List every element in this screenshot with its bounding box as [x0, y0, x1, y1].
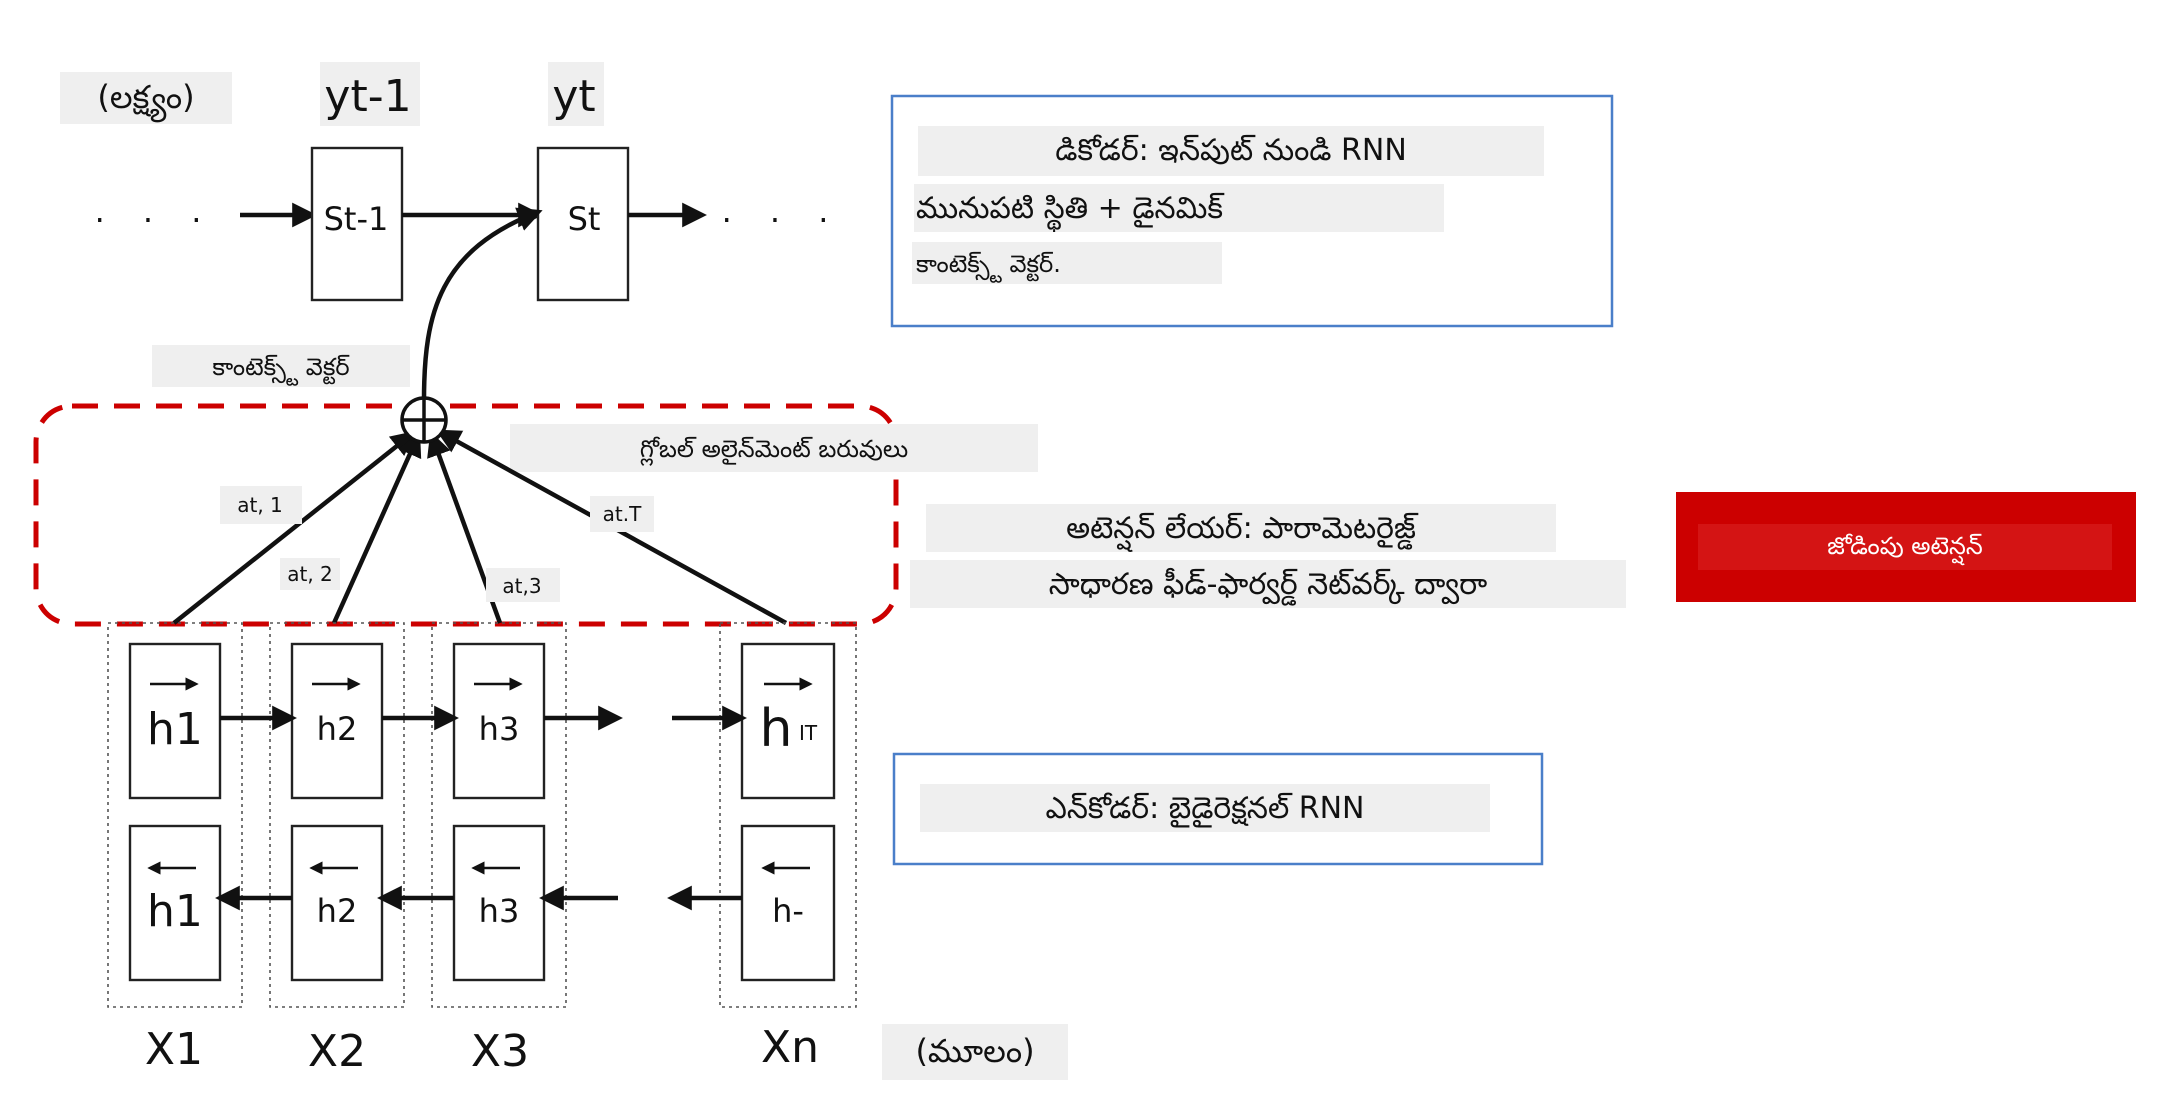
encoder-description-box: [892, 752, 1544, 866]
forward-state-2: [290, 642, 384, 800]
output-label-bg-2: [548, 62, 604, 126]
backward-label-1: h1: [147, 886, 203, 937]
attention-layer-region: [33, 403, 899, 627]
attention-note-line1-bg: [926, 504, 1556, 552]
weight-label-1: at, 1: [237, 493, 283, 517]
attention-note-line1: అటెన్షన్ లేయర్: పారామెటరైజ్డ్: [1066, 511, 1419, 552]
weight-label-bg-2: [280, 558, 340, 590]
source-label-bg: [882, 1024, 1068, 1080]
encoder-column-n: [719, 622, 857, 1008]
context-to-decoder-arrow: [421, 207, 543, 401]
decoder-description-box: [890, 94, 1614, 328]
backward-label-2: h2: [317, 892, 358, 930]
forward-label-3: h3: [479, 710, 520, 748]
backward-state-1: [128, 824, 222, 982]
encoder-line1: ఎన్‌కోడర్: బైడైరెక్షనల్ RNN: [1046, 791, 1365, 828]
decoder-line2-bg: [914, 184, 1444, 232]
forward-label-n-sub: IT: [799, 721, 818, 745]
context-vector-label-bg: [152, 345, 410, 387]
output-label-bg-1: [320, 62, 420, 126]
weight-label-3: at,3: [502, 574, 541, 598]
decoder-line1-bg: [918, 126, 1544, 176]
ellipsis-left: . . .: [95, 192, 216, 230]
decoder-state-label-st: St: [568, 200, 601, 238]
target-label: (లక్ష్యం): [97, 78, 194, 123]
input-label-x3: X3: [471, 1026, 529, 1077]
forward-label-2: h2: [317, 710, 358, 748]
input-label-x2: X2: [308, 1026, 366, 1077]
backward-label-n: h-: [772, 892, 804, 930]
forward-label-n-main: h: [760, 699, 793, 759]
weight-arrow-2: [331, 431, 422, 624]
forward-state-1: [128, 642, 222, 800]
encoder-line1-bg: [920, 784, 1490, 832]
global-alignment-label: గ్లోబల్ అలైన్‌మెంట్ బరువులు: [640, 435, 908, 466]
attention-note-line2-bg: [910, 560, 1626, 608]
decoder-state-st-1: [310, 146, 404, 302]
attention-type-badge-inner: [1698, 524, 2112, 570]
backward-state-n: [740, 824, 836, 982]
decoder-line1: డికోడర్: ఇన్‌పుట్ నుండి RNN: [1055, 133, 1407, 168]
weight-label-2: at, 2: [287, 562, 333, 586]
global-alignment-label-bg: [510, 424, 1038, 472]
forward-state-n: [740, 642, 836, 800]
weight-label-bg-1: [220, 486, 302, 524]
input-label-x1: X1: [145, 1024, 203, 1075]
source-label: (మూలం): [915, 1032, 1034, 1070]
weight-label-t: at.T: [603, 502, 642, 526]
backward-state-2: [290, 824, 384, 982]
decoder-state-label-st-1: St-1: [324, 200, 389, 238]
ellipsis-right: . . .: [722, 192, 843, 230]
output-label-yt-1: yt-1: [324, 71, 411, 122]
backward-state-3: [452, 824, 546, 982]
weight-label-bg-3: [486, 568, 560, 602]
weight-arrow-1: [172, 430, 416, 625]
backward-label-3: h3: [479, 892, 520, 930]
output-label-yt: yt: [552, 71, 595, 122]
target-label-bg: [60, 72, 232, 124]
decoder-line3-bg: [912, 242, 1222, 284]
forward-label-1: h1: [147, 704, 203, 755]
forward-state-3: [452, 642, 546, 800]
attention-note-line2: సాధారణ ఫీడ్-ఫార్వర్డ్ నెట్‌వర్క్ ద్వారా: [1049, 567, 1487, 606]
weight-label-bg-t: [590, 496, 654, 532]
input-label-xn: Xn: [761, 1022, 819, 1073]
